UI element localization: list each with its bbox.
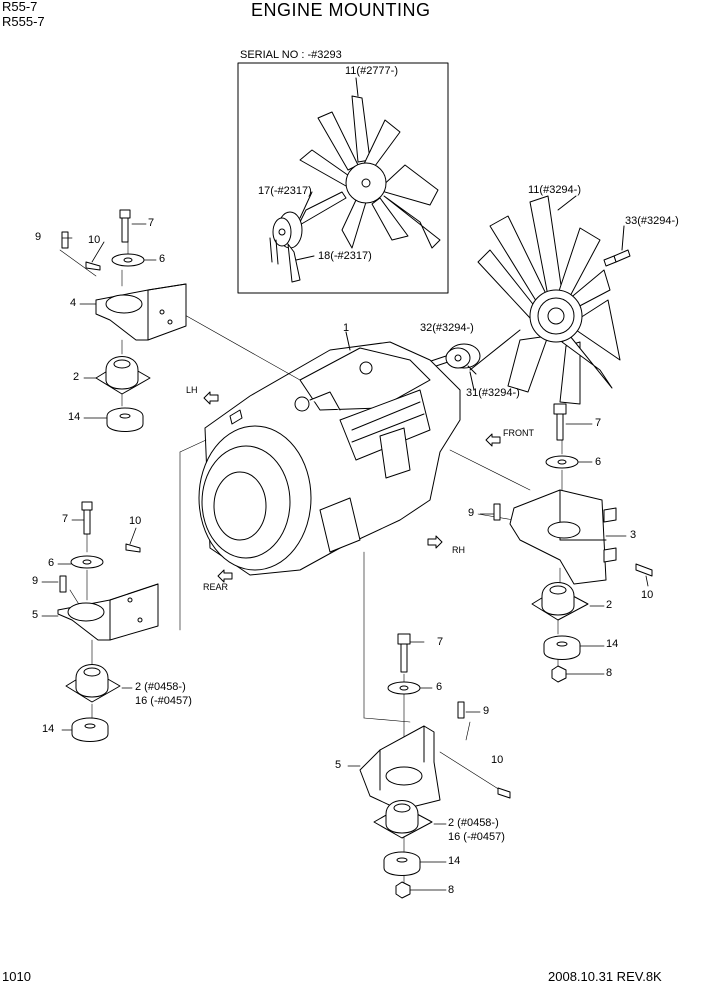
direction-lh: LH: [186, 385, 198, 395]
callout-11-new: 11(#3294-): [528, 184, 581, 196]
arrow-rear-icon: [217, 569, 233, 583]
callout-lr-7: 7: [62, 513, 69, 525]
page-number: 1010: [2, 969, 31, 984]
callout-rf-14: 14: [606, 638, 619, 650]
callout-rf-3: 3: [630, 529, 637, 541]
callout-rf-2: 2: [606, 599, 613, 611]
revision-date: 2008.10.31 REV.8K: [548, 969, 662, 984]
callout-lf-14: 14: [68, 411, 81, 423]
spacer-31: [445, 343, 481, 369]
callout-lr-16: 16 (-#0457): [135, 695, 192, 707]
model-number-2: R555-7: [2, 14, 45, 29]
engine-assembly: [198, 341, 461, 576]
page-title: ENGINE MOUNTING: [251, 0, 431, 20]
callout-rr-6: 6: [436, 681, 443, 693]
callout-rr-5: 5: [335, 759, 342, 771]
callout-rr-10: 10: [491, 754, 504, 766]
callout-rr-8: 8: [448, 884, 455, 896]
callout-lr-5: 5: [32, 609, 39, 621]
direction-front: FRONT: [503, 428, 534, 438]
fan-new: [477, 195, 621, 405]
callout-33: 33(#3294-): [625, 215, 679, 227]
leader-lines: [59, 239, 563, 885]
callout-rf-6: 6: [595, 456, 602, 468]
direction-rh: RH: [452, 545, 465, 555]
callout-rf-9: 9: [468, 507, 475, 519]
callout-1: 1: [343, 322, 350, 334]
callout-lr-14: 14: [42, 723, 55, 735]
serial-label: SERIAL NO : -#3293: [240, 49, 342, 61]
callout-31: 31(#3294-): [466, 387, 520, 399]
callout-32: 32(#3294-): [420, 322, 474, 334]
arrow-lh-icon: [203, 391, 219, 405]
callout-17: 17(-#2317): [258, 185, 312, 197]
callout-rf-7: 7: [595, 417, 602, 429]
callout-rr-7: 7: [437, 636, 444, 648]
arrow-rh-icon: [427, 535, 443, 549]
callout-lr-2: 2 (#0458-): [135, 681, 186, 693]
inset-frame: [237, 62, 449, 294]
mount-right-front: [493, 403, 653, 683]
callout-lr-9: 9: [32, 575, 39, 587]
callout-18: 18(-#2317): [318, 250, 372, 262]
callout-ticks: [41, 223, 649, 891]
bolt-33: [603, 249, 631, 267]
mount-left-rear: [57, 501, 159, 742]
callout-rr-9: 9: [483, 705, 490, 717]
callout-lf-6: 6: [159, 253, 166, 265]
callout-rf-10: 10: [641, 589, 654, 601]
callout-rr-14: 14: [448, 855, 461, 867]
mount-right-rear: [359, 633, 511, 899]
arrow-front-icon: [485, 433, 501, 447]
spacer-18: [287, 243, 301, 283]
fan-old: [297, 95, 441, 249]
callout-lr-10: 10: [129, 515, 142, 527]
callout-lf-4: 4: [70, 297, 77, 309]
callout-lf-9: 9: [35, 231, 42, 243]
callout-lf-7: 7: [148, 217, 155, 229]
callout-rr-16: 16 (-#0457): [448, 831, 505, 843]
direction-rear: REAR: [203, 582, 229, 592]
callout-lr-6: 6: [48, 557, 55, 569]
pulley-17: [269, 211, 303, 265]
callout-lf-2: 2: [73, 371, 80, 383]
callout-11-old: 11(#2777-): [345, 65, 398, 77]
direction-arrows: [203, 391, 501, 583]
callout-rf-8: 8: [606, 667, 613, 679]
callout-lf-10: 10: [88, 234, 101, 246]
model-number-1: R55-7: [2, 0, 38, 14]
mount-left-front: [61, 209, 187, 432]
callout-rr-2: 2 (#0458-): [448, 817, 499, 829]
